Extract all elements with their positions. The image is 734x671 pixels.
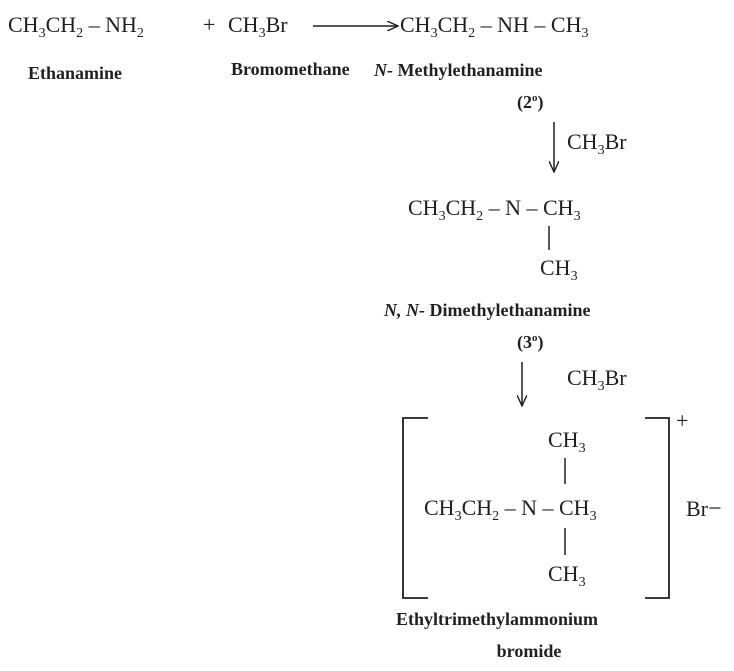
n-n-dimethylethanamine-label: N, N- Dimethylethanamine — [384, 301, 591, 319]
formula-text: CH — [548, 427, 579, 452]
formula-text: CH — [8, 12, 39, 37]
formula-subscript: 2 — [136, 26, 144, 41]
step2-reagent-formula: CH3Br — [567, 129, 627, 158]
formula-text: CH — [548, 561, 579, 586]
formula-text: CH — [408, 195, 439, 220]
product-name-line1: Ethyltrimethylammonium — [396, 609, 598, 629]
formula-subscript: 3 — [570, 269, 578, 284]
formula-text: CH — [400, 12, 431, 37]
formula-subscript: 3 — [578, 575, 586, 590]
formula-text: Br — [604, 129, 627, 154]
formula-text: – N – CH — [483, 195, 574, 220]
formula-subscript: 3 — [258, 26, 266, 41]
n-methylethanamine-label: N- Methylethanamine — [374, 61, 542, 79]
ethanamine-label: Ethanamine — [28, 63, 123, 83]
product-name-line2: bromide — [496, 641, 562, 661]
formula-text: – NH – CH — [475, 12, 582, 37]
formula-subscript: 3 — [597, 379, 605, 394]
n-n-dimethylethanamine-formula: CH3CH2 – N – CH3 — [408, 195, 581, 224]
formula-subscript: 3 — [454, 509, 462, 524]
formula-text: CH — [228, 12, 259, 37]
bromide-counter-ion: Br− — [686, 496, 722, 522]
formula-subscript: 3 — [430, 26, 438, 41]
n-methylethanamine-formula: CH3CH2 – NH – CH3 — [400, 12, 588, 41]
formula-subscript: 2 — [468, 26, 476, 41]
ethanamine-formula: CH3CH2 – NH2 — [8, 12, 144, 41]
formula-text: CH — [461, 495, 493, 520]
formula-subscript: 3 — [581, 26, 589, 41]
formula-text: Br — [604, 365, 627, 390]
formula-text: CH — [437, 12, 469, 37]
name-rest: Dimethylethanamine — [425, 300, 591, 320]
formula-subscript: 3 — [38, 26, 46, 41]
n-prefix: N- — [374, 60, 393, 80]
formula-subscript: 3 — [597, 143, 605, 158]
formula-subscript: 3 — [578, 441, 586, 456]
formula-subscript: 2 — [492, 509, 500, 524]
formula-text: CH — [567, 365, 598, 390]
step3-bottom-methyl: CH3 — [548, 561, 586, 590]
formula-text: CH — [45, 12, 77, 37]
right-bracket — [645, 417, 670, 599]
secondary-degree-label: (2o) — [517, 92, 544, 112]
formula-subscript: 3 — [573, 209, 581, 224]
formula-text: Br — [265, 12, 288, 37]
formula-text: CH — [540, 255, 571, 280]
formula-text: CH — [424, 495, 455, 520]
bromomethane-formula: CH3Br — [228, 12, 288, 41]
n-n-prefix: N, N- — [384, 300, 425, 320]
plus-sign: + — [203, 12, 216, 37]
left-bracket — [402, 417, 428, 599]
formula-subscript: 2 — [476, 209, 484, 224]
tertiary-degree-label: (3o) — [517, 332, 544, 352]
step2-methyl-branch: CH3 — [540, 255, 578, 284]
formula-subscript: 3 — [438, 209, 446, 224]
formula-text: – N – CH — [499, 495, 590, 520]
formula-text: CH — [567, 129, 598, 154]
step3-reagent-formula: CH3Br — [567, 365, 627, 394]
formula-subscript: 2 — [76, 26, 84, 41]
positive-charge: + — [676, 408, 689, 433]
bromomethane-label: Bromomethane — [231, 59, 350, 79]
ethyltrimethylammonium-formula: CH3CH2 – N – CH3 — [424, 495, 597, 524]
formula-text: – NH — [83, 12, 137, 37]
formula-subscript: 3 — [589, 509, 597, 524]
formula-text: CH — [445, 195, 477, 220]
name-rest: Methylethanamine — [393, 60, 543, 80]
step3-top-methyl: CH3 — [548, 427, 586, 456]
